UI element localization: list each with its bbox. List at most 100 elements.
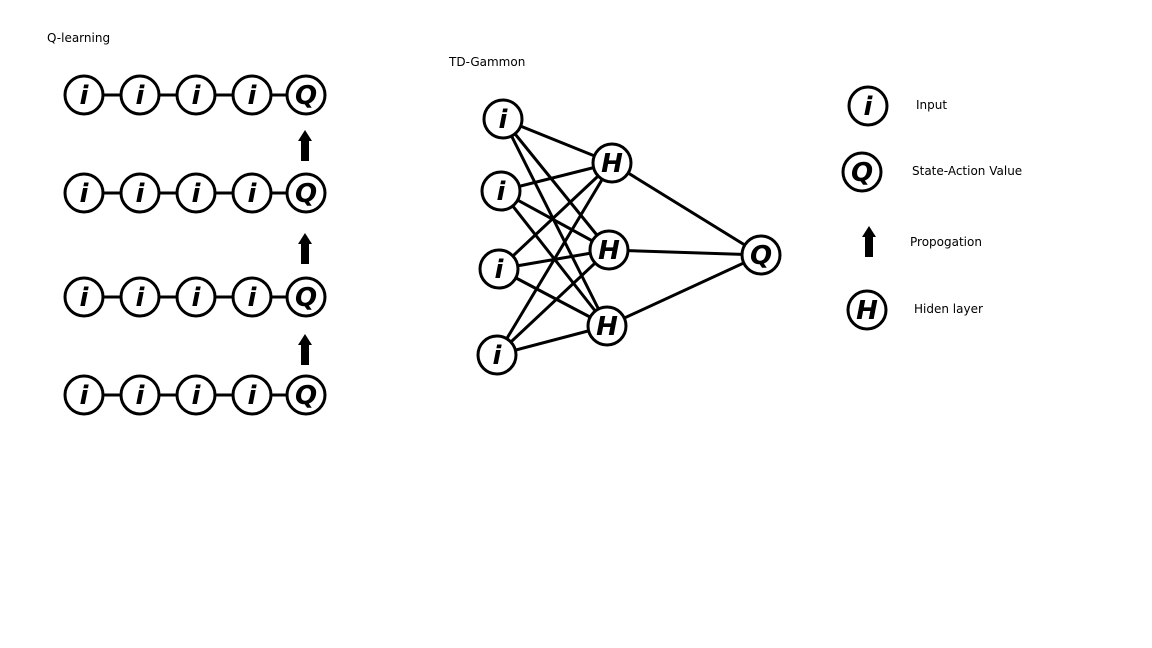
td-hidden-node-0-circle <box>591 142 633 184</box>
td-input-node-1: i <box>480 170 522 212</box>
td-output-node-circle <box>740 234 782 276</box>
q-row0-value-node-4-circle <box>285 74 327 116</box>
td-edge-hidden2-output <box>605 253 763 328</box>
td-input-node-0-circle <box>482 98 524 140</box>
td-hidden-node-1-circle <box>588 229 630 271</box>
td-edge-input3-hidden0 <box>495 161 614 357</box>
legend-symbol-0-circle <box>847 85 889 127</box>
td-edge-hidden1-output <box>607 248 763 257</box>
td-input-node-2: i <box>478 248 520 290</box>
q-row1-input-node-3-circle <box>231 172 273 214</box>
td-edge-input3-hidden1 <box>495 248 611 357</box>
q-row3-input-node-3-circle <box>231 374 273 416</box>
td-edge-input2-hidden0 <box>497 161 614 271</box>
q-row2-input-node-1-glyph: i <box>136 283 146 313</box>
td-input-node-1-glyph: i <box>497 177 507 207</box>
q-row2-input-node-2: i <box>175 276 217 318</box>
q-row3-input-node-3: i <box>231 374 273 416</box>
td-edge-hidden0-output <box>610 161 763 257</box>
q-row0-input-node-2-circle <box>175 74 217 116</box>
q-row1-input-node-1-glyph: i <box>136 179 146 209</box>
q-row2-input-node-0: i <box>63 276 105 318</box>
legend-symbol-3-glyph: H <box>856 296 878 326</box>
legend-symbol-3-circle <box>846 289 888 331</box>
propagation-arrow-0 <box>298 130 312 161</box>
q-row0-input-node-3-glyph: i <box>248 81 258 111</box>
q-row3-input-node-0-circle <box>63 374 105 416</box>
q-row1-input-node-1: i <box>119 172 161 214</box>
propagation-arrow-2 <box>298 334 312 365</box>
q-row0-input-node-2-glyph: i <box>192 81 202 111</box>
legend-symbol-1-circle <box>841 151 883 193</box>
q-row3-value-node-4-glyph: Q <box>295 381 317 411</box>
td-hidden-node-2-circle <box>586 305 628 347</box>
q-row2-value-node-4-circle <box>285 276 327 318</box>
q-row3-input-node-2-circle <box>175 374 217 416</box>
q-row1-input-node-2-circle <box>175 172 217 214</box>
q-row2-input-node-1: i <box>119 276 161 318</box>
legend-symbol-1: Q <box>841 151 883 193</box>
q-row3-input-node-2-glyph: i <box>192 381 202 411</box>
q-row2-value-node-4: Q <box>285 276 327 318</box>
td-hidden-node-1-glyph: H <box>598 236 620 266</box>
legend-label-input: Input <box>916 98 948 112</box>
q-row2-input-node-2-circle <box>175 276 217 318</box>
td-edge-input0-hidden1 <box>501 117 611 252</box>
q-row2-input-node-0-circle <box>63 276 105 318</box>
td-input-node-3: i <box>476 334 518 376</box>
td-input-node-3-glyph: i <box>493 341 503 371</box>
q-learning-title: Q-learning <box>47 31 111 45</box>
q-row1-input-node-1-circle <box>119 172 161 214</box>
q-row1-input-node-2: i <box>175 172 217 214</box>
q-learning-chain-edges <box>103 93 287 397</box>
q-row3-input-node-1: i <box>119 374 161 416</box>
td-gammon-title: TD-Gammon <box>449 55 526 69</box>
td-hidden-node-2-glyph: H <box>596 312 618 342</box>
q-row3-input-node-2: i <box>175 374 217 416</box>
q-row0-value-node-4: Q <box>285 74 327 116</box>
q-row1-value-node-4-glyph: Q <box>295 179 317 209</box>
legend-symbol-0-glyph: i <box>864 92 874 122</box>
td-edge-input1-hidden1 <box>499 189 611 252</box>
q-row2-input-node-2-glyph: i <box>192 283 202 313</box>
q-row3-input-node-0-glyph: i <box>80 381 90 411</box>
td-input-node-0-glyph: i <box>499 105 509 135</box>
legend-symbol-3: H <box>846 289 888 331</box>
td-hidden-node-0-glyph: H <box>601 149 623 179</box>
td-edge-input0-hidden2 <box>501 117 609 328</box>
td-input-node-0: i <box>482 98 524 140</box>
q-row2-input-node-3: i <box>231 276 273 318</box>
td-hidden-node-2: H <box>586 305 628 347</box>
legend-arrow-icon <box>862 226 876 257</box>
q-row2-input-node-3-glyph: i <box>248 283 258 313</box>
q-row0-input-node-0-glyph: i <box>80 81 90 111</box>
q-row2-input-node-0-glyph: i <box>80 283 90 313</box>
q-row0-input-node-0: i <box>63 74 105 116</box>
q-row0-input-node-3: i <box>231 74 273 116</box>
q-row1-input-node-0-circle <box>63 172 105 214</box>
q-row0-input-node-1-circle <box>119 74 161 116</box>
q-row1-input-node-2-glyph: i <box>192 179 202 209</box>
q-row2-input-node-1-circle <box>119 276 161 318</box>
q-row0-value-node-4-glyph: Q <box>295 81 317 111</box>
legend-label-propogation: Propogation <box>910 235 982 249</box>
q-row1-value-node-4-circle <box>285 172 327 214</box>
q-row3-input-node-1-glyph: i <box>136 381 146 411</box>
q-row0-input-node-0-circle <box>63 74 105 116</box>
td-input-node-3-circle <box>476 334 518 376</box>
q-row2-value-node-4-glyph: Q <box>295 283 317 313</box>
legend-label-state-action-value: State-Action Value <box>912 164 1023 178</box>
td-hidden-node-0: H <box>591 142 633 184</box>
td-output-node-glyph: Q <box>750 241 772 271</box>
q-row1-input-node-3-glyph: i <box>248 179 258 209</box>
q-row0-input-node-1-glyph: i <box>136 81 146 111</box>
td-input-node-2-glyph: i <box>495 255 505 285</box>
q-row1-value-node-4: Q <box>285 172 327 214</box>
q-row3-value-node-4-circle <box>285 374 327 416</box>
q-row1-input-node-3: i <box>231 172 273 214</box>
propagation-arrow-1 <box>298 233 312 264</box>
legend: iQ H <box>841 85 889 331</box>
